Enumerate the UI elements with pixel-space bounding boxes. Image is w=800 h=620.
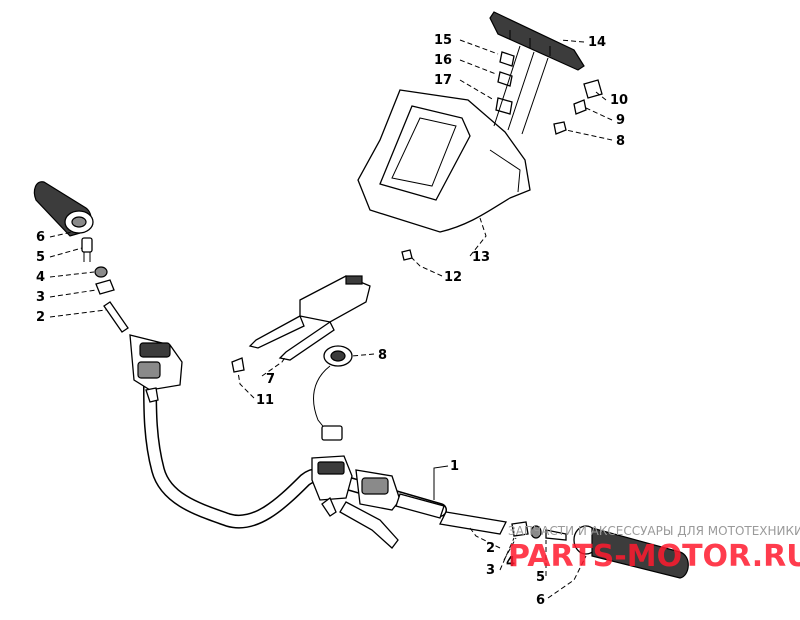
callout-15: 15 (434, 33, 452, 48)
left-heater-element (103, 301, 129, 333)
callout-2-right: 2 (486, 541, 495, 556)
right-control-housing (311, 455, 401, 517)
left-switch-housing (129, 334, 183, 403)
callout-1: 1 (450, 459, 459, 474)
watermark-brand: PARTS-MOTOR.RU (508, 539, 800, 574)
throttle-lever (339, 501, 399, 549)
right-heater-tube (395, 493, 445, 519)
callout-14: 14 (588, 35, 606, 50)
left-washer (94, 266, 108, 278)
washer-8 (553, 121, 567, 135)
callout-5-left: 5 (36, 250, 45, 265)
callout-4-right: 4 (506, 555, 515, 570)
callout-3-right: 3 (486, 563, 495, 578)
callout-8-top: 8 (616, 134, 625, 149)
right-bolt (545, 529, 567, 541)
callout-6-right: 6 (536, 593, 545, 608)
right-bushing (511, 521, 529, 537)
right-washer (530, 525, 542, 539)
left-grip (33, 181, 94, 237)
left-grip-bolt (81, 237, 93, 262)
callout-4-left: 4 (36, 270, 45, 285)
callout-2-left: 2 (36, 310, 45, 325)
callout-17: 17 (434, 73, 452, 88)
callout-10: 10 (610, 93, 628, 108)
rivet-11 (231, 357, 245, 373)
callout-5-right: 5 (536, 570, 545, 585)
clip-guides (493, 45, 549, 135)
clip-16 (497, 71, 513, 87)
nut-9 (573, 99, 587, 115)
callout-labels: 14 15 16 17 10 9 8 6 5 4 3 2 13 12 8 7 1… (36, 33, 628, 608)
callout-16: 16 (434, 53, 452, 68)
callout-3-left: 3 (36, 290, 45, 305)
knob-10 (583, 79, 603, 99)
switch-8 (313, 345, 353, 441)
watermark-tagline: ЗАПЧАСТИ И АКСЕССУАРЫ ДЛЯ МОТОТЕХНИКИ (508, 524, 800, 538)
callout-6-left: 6 (36, 230, 45, 245)
top-bracket (489, 11, 585, 71)
leader-lines (49, 39, 613, 599)
callout-11: 11 (256, 393, 274, 408)
callout-12: 12 (444, 270, 462, 285)
rivet-12 (401, 249, 413, 261)
left-bushing (95, 279, 115, 295)
clip-17 (495, 97, 513, 115)
hood-windshield (357, 89, 531, 233)
callout-7: 7 (266, 372, 275, 387)
mount-bracket (248, 275, 371, 361)
right-heater-element (439, 511, 507, 535)
clip-15 (499, 51, 515, 67)
callout-8-mid: 8 (378, 348, 387, 363)
callout-13: 13 (472, 250, 490, 265)
callout-9: 9 (616, 113, 625, 128)
watermark: ЗАПЧАСТИ И АКСЕССУАРЫ ДЛЯ МОТОТЕХНИКИ PA… (508, 524, 800, 574)
right-grip (573, 525, 689, 579)
